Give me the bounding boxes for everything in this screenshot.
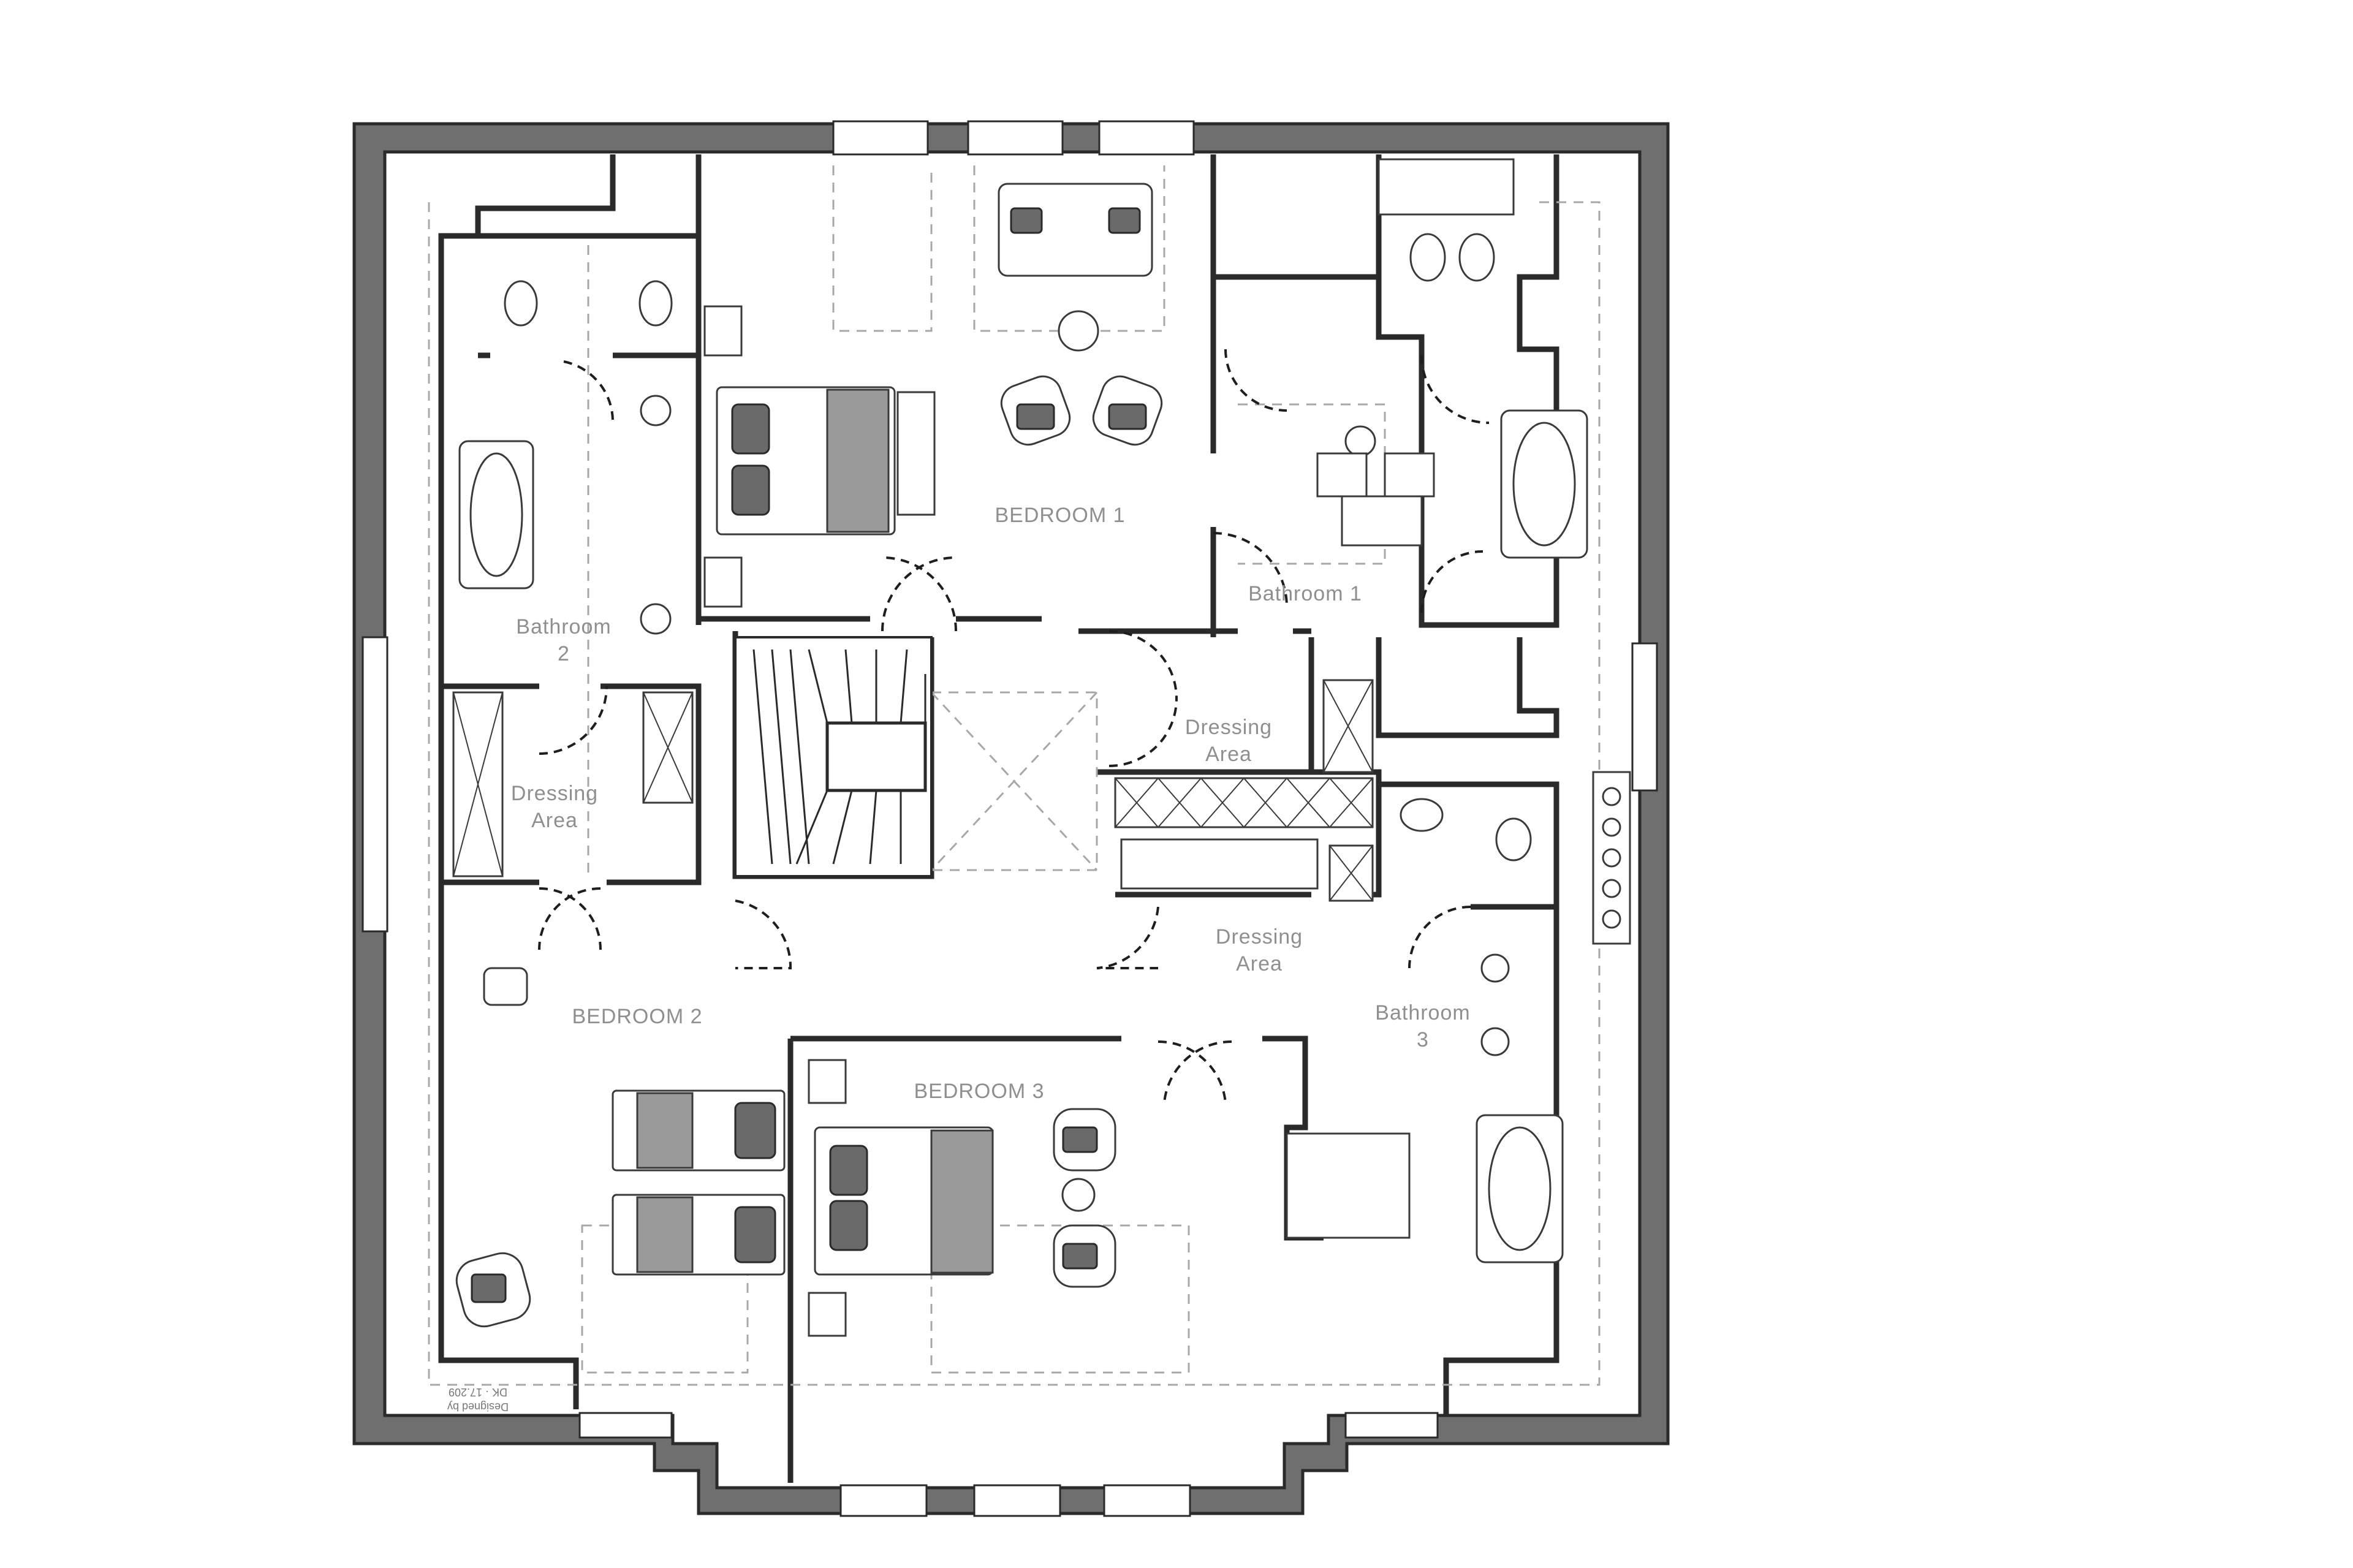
label-dressing-center-bottom-line2: Area [1236, 952, 1283, 975]
label-dressing-left-line2: Area [531, 809, 578, 832]
room-labels: BEDROOM 1 Bathroom 1 Bathroom 2 Dressing… [511, 504, 1470, 1103]
label-bathroom-1: Bathroom 1 [1248, 582, 1362, 605]
label-dressing-left-line1: Dressing [511, 782, 598, 805]
interior-walls [438, 154, 1559, 1483]
label-dressing-center-top-line1: Dressing [1185, 716, 1272, 739]
bath-fixtures [458, 158, 1588, 1263]
label-bedroom-1: BEDROOM 1 [995, 504, 1125, 527]
stamp-line-1: Designed by [447, 1401, 509, 1413]
designer-stamp: Designed by DK · 17.209 [447, 1386, 509, 1413]
label-bathroom-3-line1: Bathroom [1375, 1001, 1470, 1025]
label-bathroom-2-line1: Bathroom [516, 615, 611, 638]
side-tables [703, 305, 1631, 1337]
label-dressing-center-bottom-line1: Dressing [1216, 925, 1303, 949]
bedroom-3-bed [814, 1126, 994, 1276]
label-bathroom-3-line2: 3 [1417, 1028, 1429, 1051]
bedroom-1-bed [716, 386, 936, 536]
bedroom-2-twin-beds [612, 1089, 786, 1276]
armchairs [455, 183, 1163, 1328]
label-bedroom-3: BEDROOM 3 [914, 1080, 1044, 1103]
label-bedroom-2: BEDROOM 2 [572, 1005, 702, 1028]
staircase [734, 636, 933, 877]
stamp-line-2: DK · 17.209 [449, 1386, 507, 1398]
label-dressing-center-top-line2: Area [1205, 743, 1252, 766]
exterior-walls [352, 120, 1670, 1517]
label-bathroom-2-line2: 2 [558, 642, 570, 665]
wardrobes [452, 679, 1374, 902]
